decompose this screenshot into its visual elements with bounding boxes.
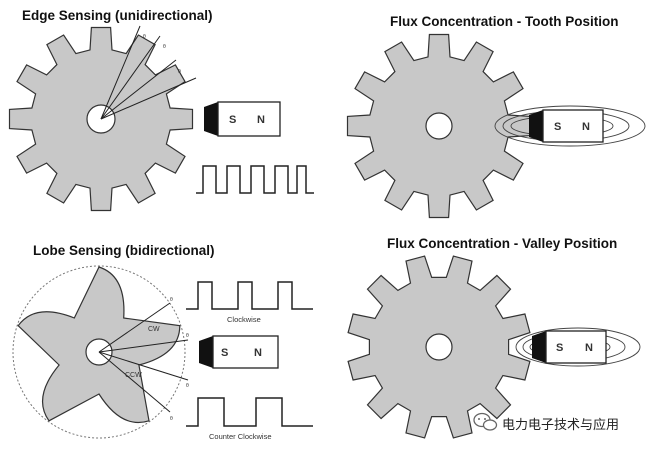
magnet-tr: S N <box>529 109 604 143</box>
magnet-south-label: S <box>556 342 563 354</box>
ccw-label: CCW <box>125 372 142 379</box>
sensing-lines <box>100 25 197 120</box>
angle-label: θ <box>143 34 146 40</box>
gear-bore <box>425 333 453 361</box>
clockwise-label: Clockwise <box>227 315 261 324</box>
angle-label: θ <box>186 333 189 339</box>
magnet-north-label: N <box>585 342 593 354</box>
sensing-lines <box>98 302 189 413</box>
tooth-position-title: Flux Concentration - Tooth Position <box>390 14 619 29</box>
magnet-north-label: N <box>582 121 590 133</box>
magnet-south-label: S <box>221 347 228 359</box>
angle-label: θ <box>163 44 166 50</box>
angle-label: θ <box>170 416 173 422</box>
angle-label: θ <box>186 383 189 389</box>
magnet-north-label: N <box>257 114 265 126</box>
tooth-position-gear <box>346 33 532 219</box>
lobe-sensing-title: Lobe Sensing (bidirectional) <box>33 243 215 258</box>
magnet-br: S N <box>532 330 607 364</box>
watermark-text: 电力电子技术与应用 <box>502 417 620 432</box>
lobe-sensing-rotor: θ θ θ θ CW CCW <box>12 265 189 439</box>
wechat-logo-icon <box>473 412 498 431</box>
angle-label: θ <box>178 69 181 75</box>
edge-sensing-title: Edge Sensing (unidirectional) <box>22 8 213 23</box>
magnet-bl: S N <box>199 335 279 369</box>
magnet-south-label: S <box>229 114 236 126</box>
angle-label: θ <box>170 297 173 303</box>
edge-sensing-gear: θ θ θ <box>8 25 197 212</box>
magnet-south-label: S <box>554 121 561 133</box>
magnet-north-label: N <box>254 347 262 359</box>
cw-label: CW <box>148 326 160 333</box>
valley-position-gear <box>347 255 531 439</box>
square-wave-cw <box>186 281 313 310</box>
magnet-tl: S N <box>204 101 281 137</box>
counter-clockwise-label: Counter Clockwise <box>209 432 272 441</box>
dotted-circle <box>12 265 186 439</box>
square-wave-tl <box>196 165 314 194</box>
square-wave-ccw <box>186 397 313 427</box>
valley-position-title: Flux Concentration - Valley Position <box>387 236 618 251</box>
gear-bore <box>425 112 453 140</box>
